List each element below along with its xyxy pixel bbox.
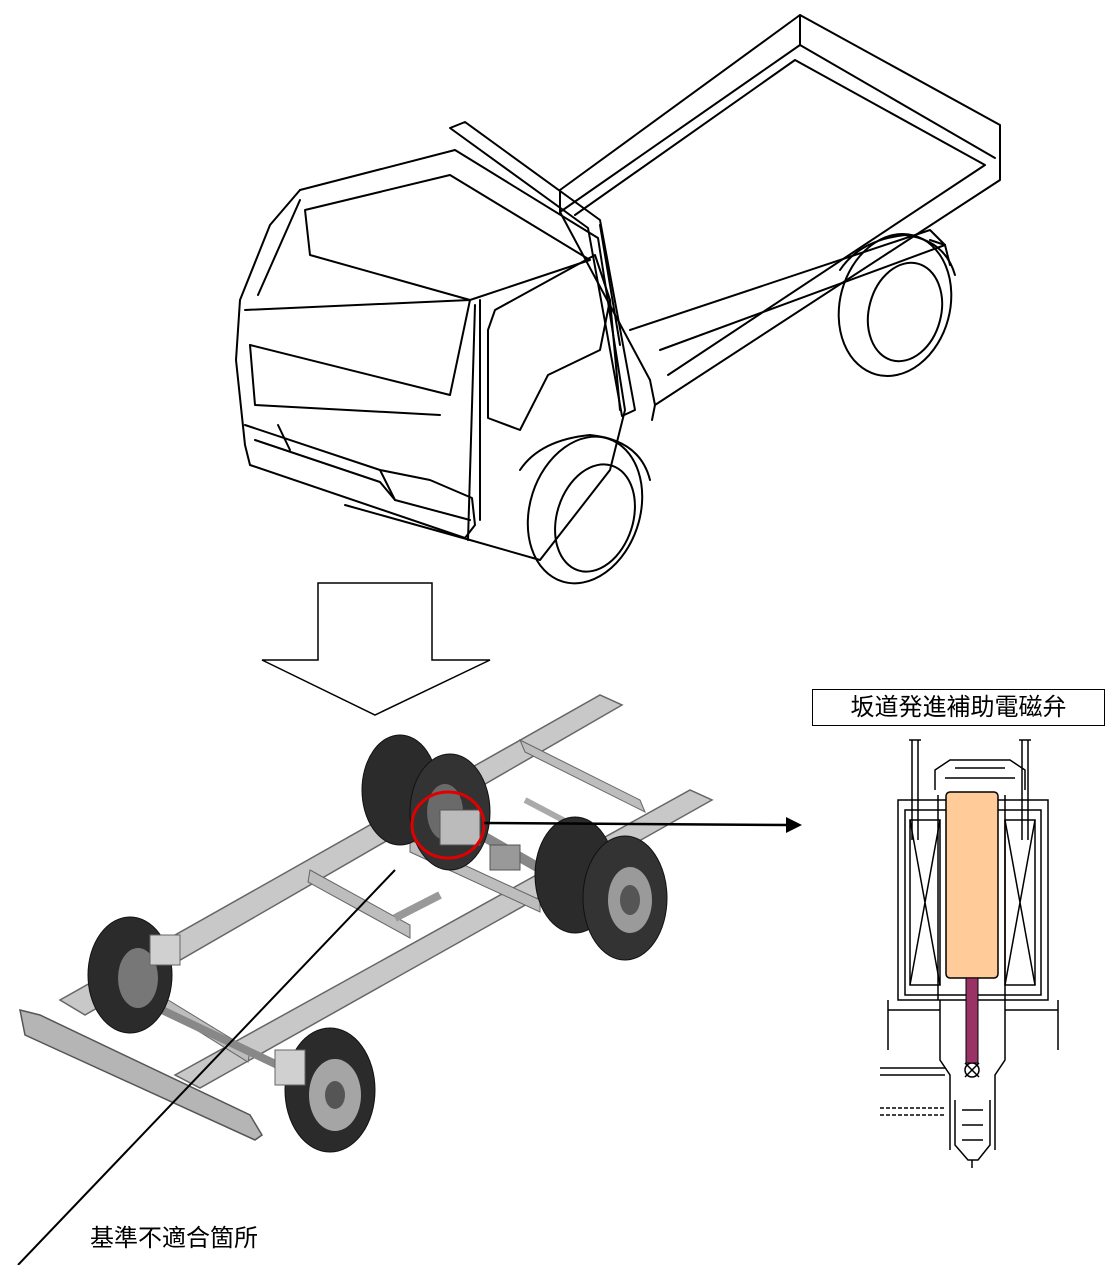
valve-plunger-core bbox=[945, 791, 999, 979]
valve-rod bbox=[965, 977, 979, 1064]
down-arrow bbox=[261, 582, 491, 716]
nonconforming-highlight-circle bbox=[410, 790, 486, 860]
valve-title-label: 坂道発進補助電磁弁 bbox=[812, 689, 1105, 726]
front-left-wheel bbox=[87, 916, 173, 1034]
chassis-illustration bbox=[19, 694, 714, 1153]
rear-right-wheel bbox=[534, 816, 668, 961]
leader-line-to-label bbox=[17, 869, 396, 1265]
truck-illustration bbox=[235, 14, 1001, 585]
nonconforming-location-label: 基準不適合箇所 bbox=[90, 1224, 258, 1252]
front-right-wheel bbox=[284, 1027, 376, 1153]
pointer-arrow-to-valve bbox=[483, 817, 802, 833]
